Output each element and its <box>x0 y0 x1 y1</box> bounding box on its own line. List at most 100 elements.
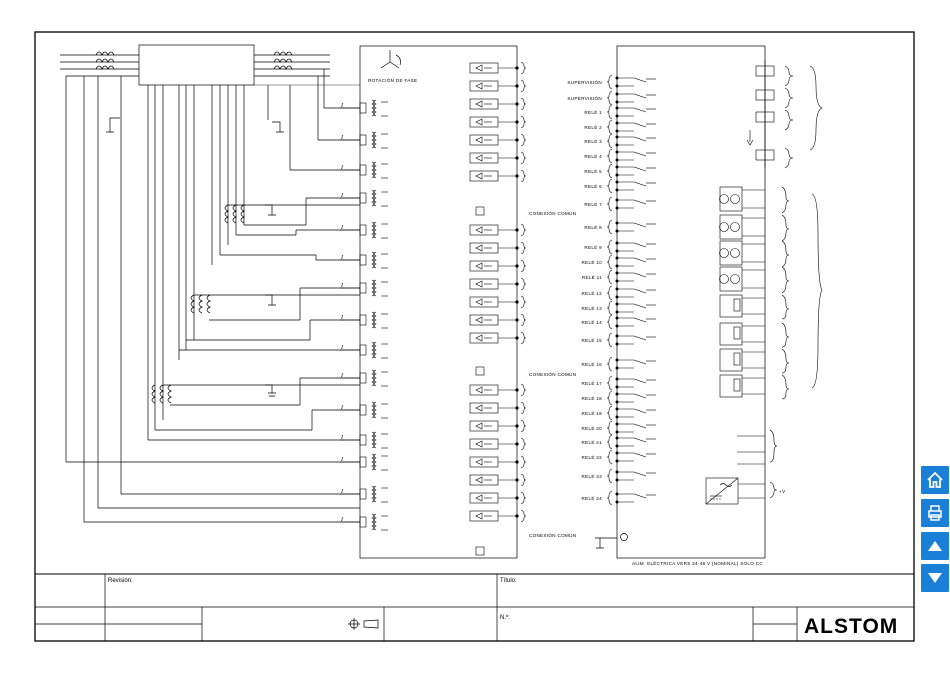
opto-diode <box>475 118 483 126</box>
arrow-up-icon <box>928 541 942 551</box>
relay-brace <box>606 468 613 484</box>
opto-diode <box>475 262 483 270</box>
relay-label: RELÉ 24 <box>582 495 603 501</box>
terminal-dot <box>615 310 619 314</box>
terminal-dot <box>515 460 519 464</box>
terminal-dot <box>615 324 619 328</box>
terminal-dot <box>615 478 619 482</box>
relay-brace <box>606 148 613 164</box>
relay-brace <box>606 239 613 255</box>
input-coil <box>373 311 377 329</box>
input-coil <box>373 369 377 387</box>
opto-brace <box>520 223 527 237</box>
relay-label: RELÉ 17 <box>582 380 603 386</box>
relay-contact <box>633 242 647 248</box>
opto-diode <box>475 226 483 234</box>
phase-rotation-icon <box>380 50 401 69</box>
terminal-dot <box>615 150 619 154</box>
opto-diode <box>475 136 483 144</box>
input-coil <box>373 453 377 471</box>
input-coil <box>371 401 375 419</box>
opto-diode <box>475 458 483 466</box>
terminal-dot <box>515 514 519 518</box>
opto-diode <box>475 154 483 162</box>
print-button[interactable] <box>921 499 949 527</box>
relay-brace <box>606 434 613 450</box>
common-connection-label-3: CONEXIÓN COMÚN <box>529 532 576 538</box>
terminal-dot <box>615 165 619 169</box>
opto-diode <box>475 298 483 306</box>
relay-label: RELÉ 9 <box>584 244 602 250</box>
input-coil <box>373 341 377 359</box>
terminal-dot <box>615 377 619 381</box>
input-terminal <box>359 282 367 294</box>
terminal-dot <box>615 295 619 299</box>
opto-diode <box>475 334 483 342</box>
relay-contact <box>633 378 647 384</box>
input-coil <box>371 161 375 179</box>
input-marker: I <box>340 103 344 109</box>
terminal-dot <box>515 84 519 88</box>
terminal-dot <box>615 451 619 455</box>
relay-contact <box>633 493 647 499</box>
terminal-dot <box>515 228 519 232</box>
relay-contact <box>633 393 647 399</box>
terminal-dot <box>615 422 619 426</box>
opto-brace <box>520 419 527 433</box>
relay-label: RELÉ 10 <box>582 259 603 265</box>
input-coil <box>373 221 377 239</box>
terminal-dot <box>515 318 519 322</box>
opto-brace <box>520 313 527 327</box>
scroll-down-button[interactable] <box>921 564 949 592</box>
terminal-dot <box>615 444 619 448</box>
terminal-dot <box>515 424 519 428</box>
relay-brace <box>606 178 613 194</box>
input-terminal <box>359 372 367 384</box>
relay-brace <box>606 104 613 120</box>
input-terminal <box>359 164 367 176</box>
terminal-dot <box>615 129 619 133</box>
terminal-dot <box>615 287 619 291</box>
input-terminal <box>359 488 367 500</box>
relay-contact <box>633 222 647 228</box>
input-coil <box>373 431 377 449</box>
terminal-dot <box>615 106 619 110</box>
home-button[interactable] <box>921 466 949 494</box>
relay-label: RELÉ 4 <box>584 153 602 159</box>
opto-brace <box>520 61 527 75</box>
relay-brace <box>606 375 613 391</box>
terminal-dot <box>615 342 619 346</box>
relay-contact <box>633 335 647 341</box>
input-marker: I <box>340 405 344 411</box>
relay-label: RELÉ 22 <box>582 454 603 460</box>
brand-logo: ALSTOM <box>804 615 898 638</box>
opto-diode <box>475 494 483 502</box>
opto-brace <box>520 331 527 345</box>
terminal-dot <box>615 256 619 260</box>
terminal-dot <box>615 316 619 320</box>
relay-contact <box>633 77 647 83</box>
common-terminal <box>475 366 485 376</box>
opto-brace <box>520 79 527 93</box>
home-icon <box>927 471 943 488</box>
scroll-up-button[interactable] <box>921 532 949 560</box>
relay-contact <box>633 423 647 429</box>
terminal-dot <box>615 198 619 202</box>
opto-diode <box>475 386 483 394</box>
relay-contact <box>633 136 647 142</box>
opto-brace <box>520 133 527 147</box>
opto-brace <box>520 295 527 309</box>
opto-brace <box>520 241 527 255</box>
input-terminal <box>359 404 367 416</box>
input-marker: I <box>340 135 344 141</box>
terminal-dot <box>615 229 619 233</box>
relay-label: RELÉ 20 <box>582 425 603 431</box>
opto-brace <box>520 437 527 451</box>
terminal-dot <box>515 478 519 482</box>
print-icon <box>928 505 942 521</box>
relay-label: RELÉ 5 <box>584 168 602 174</box>
input-coil <box>371 251 375 269</box>
opto-diode <box>475 422 483 430</box>
input-terminal <box>359 456 367 468</box>
terminal-dot <box>615 241 619 245</box>
